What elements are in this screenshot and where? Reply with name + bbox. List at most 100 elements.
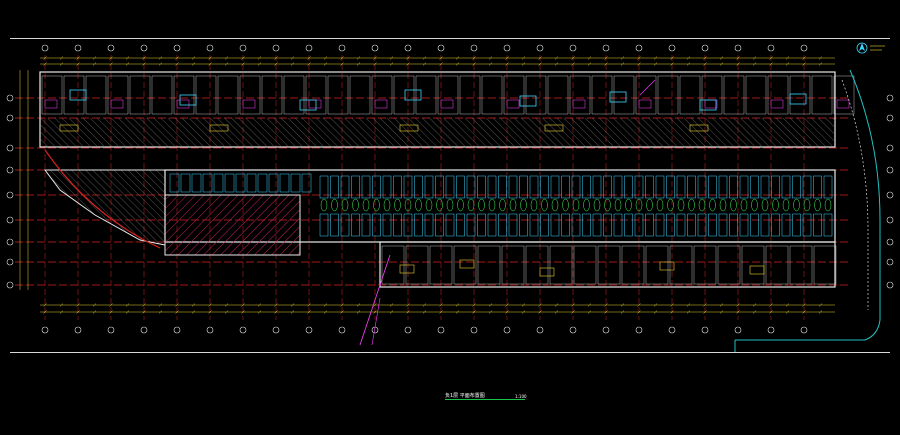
room-cell — [657, 75, 679, 115]
dimension-tick — [818, 56, 823, 60]
room-cell — [741, 245, 765, 285]
dimension-tick — [521, 62, 526, 66]
car-outline — [667, 198, 674, 212]
room-cell — [453, 245, 477, 285]
dimension-tick — [455, 62, 460, 66]
car-outline — [520, 198, 527, 212]
dimension-tick — [719, 56, 724, 60]
parking-stall — [508, 213, 518, 237]
dimension-tick — [43, 62, 47, 66]
dimension-tick — [241, 310, 245, 314]
room-cell — [63, 75, 85, 115]
car-outline — [488, 198, 496, 212]
parking-stall — [603, 213, 612, 237]
parking-stall — [718, 175, 728, 199]
equipment-block — [299, 99, 317, 111]
grid-bubble — [74, 326, 82, 334]
parking-stall — [340, 213, 350, 237]
room-cell — [393, 75, 415, 115]
dimension-tick — [571, 56, 575, 60]
grid-axis-bubbles-top — [41, 44, 808, 52]
fixture — [374, 99, 388, 109]
dimension-tick — [703, 62, 707, 66]
room-cell — [767, 75, 789, 115]
grid-bubble — [404, 326, 412, 334]
grid-bubble — [800, 44, 808, 52]
parking-stall — [191, 173, 202, 193]
car-outline — [478, 198, 485, 212]
parking-block — [164, 169, 836, 256]
dimension-tick — [670, 303, 674, 307]
car-outline — [457, 198, 464, 212]
equipment-block — [609, 91, 627, 103]
car-outline — [583, 198, 590, 212]
parking-stall — [445, 175, 455, 199]
parking-stall — [290, 173, 301, 193]
room-cell — [591, 75, 613, 115]
dimension-tick — [752, 310, 757, 314]
parking-stall — [813, 213, 822, 237]
car-outline — [562, 198, 569, 212]
grid-bubble — [536, 44, 544, 52]
dimension-tick — [406, 303, 410, 307]
room-cell — [613, 75, 635, 115]
label-tag — [59, 124, 79, 132]
dimension-tick — [455, 303, 460, 307]
dimension-tick — [356, 303, 361, 307]
parking-stall — [279, 173, 290, 193]
grid-bubble — [886, 94, 894, 102]
dimension-tick — [175, 62, 179, 66]
lower-room-cells — [381, 245, 837, 285]
dimension-tick — [769, 62, 773, 66]
room-cell — [415, 75, 437, 115]
parking-stall — [540, 175, 549, 199]
grid-bubble — [569, 44, 577, 52]
parking-stall — [246, 173, 257, 193]
dimension-tick — [521, 310, 526, 314]
parking-stall — [235, 173, 246, 193]
dimension-tick — [125, 56, 130, 60]
parking-stall-rows — [169, 173, 833, 237]
dimension-tick — [323, 303, 328, 307]
fixture — [770, 99, 784, 109]
parking-stall — [393, 213, 402, 237]
dimension-tick — [670, 62, 674, 66]
dimension-tick — [92, 62, 97, 66]
dimension-tick — [109, 310, 113, 314]
dimension-tick — [158, 56, 163, 60]
dimension-tick — [637, 310, 641, 314]
fixture — [638, 99, 652, 109]
room-cell — [811, 75, 833, 115]
parking-stall — [823, 213, 833, 237]
parking-stall — [645, 175, 654, 199]
dimension-tick — [604, 62, 608, 66]
dimension-tick — [439, 310, 443, 314]
parking-stall — [456, 175, 465, 199]
parking-stall — [592, 175, 602, 199]
grid-bubble — [886, 281, 894, 289]
dimension-tick — [224, 310, 229, 314]
dimension-tick — [521, 56, 526, 60]
parking-stall — [792, 175, 801, 199]
grid-bubble — [701, 44, 709, 52]
dimension-tick — [571, 62, 575, 66]
parking-stall — [813, 175, 822, 199]
dimension-tick — [769, 56, 773, 60]
parking-stall — [519, 175, 528, 199]
dimension-tick — [785, 303, 790, 307]
dimension-tick — [125, 303, 130, 307]
dimension-tick — [472, 62, 476, 66]
room-cell — [765, 245, 789, 285]
parking-stall — [456, 213, 465, 237]
room-cell — [525, 245, 549, 285]
parking-stall — [498, 213, 507, 237]
dimension-tick — [142, 56, 146, 60]
room-cell — [597, 245, 621, 285]
car-outline — [530, 198, 538, 212]
dimension-tick — [307, 303, 311, 307]
parking-stall — [676, 175, 686, 199]
dimension-tick — [637, 56, 641, 60]
dimension-tick — [373, 310, 377, 314]
dimension-tick — [356, 310, 361, 314]
grid-bubble — [6, 94, 14, 102]
